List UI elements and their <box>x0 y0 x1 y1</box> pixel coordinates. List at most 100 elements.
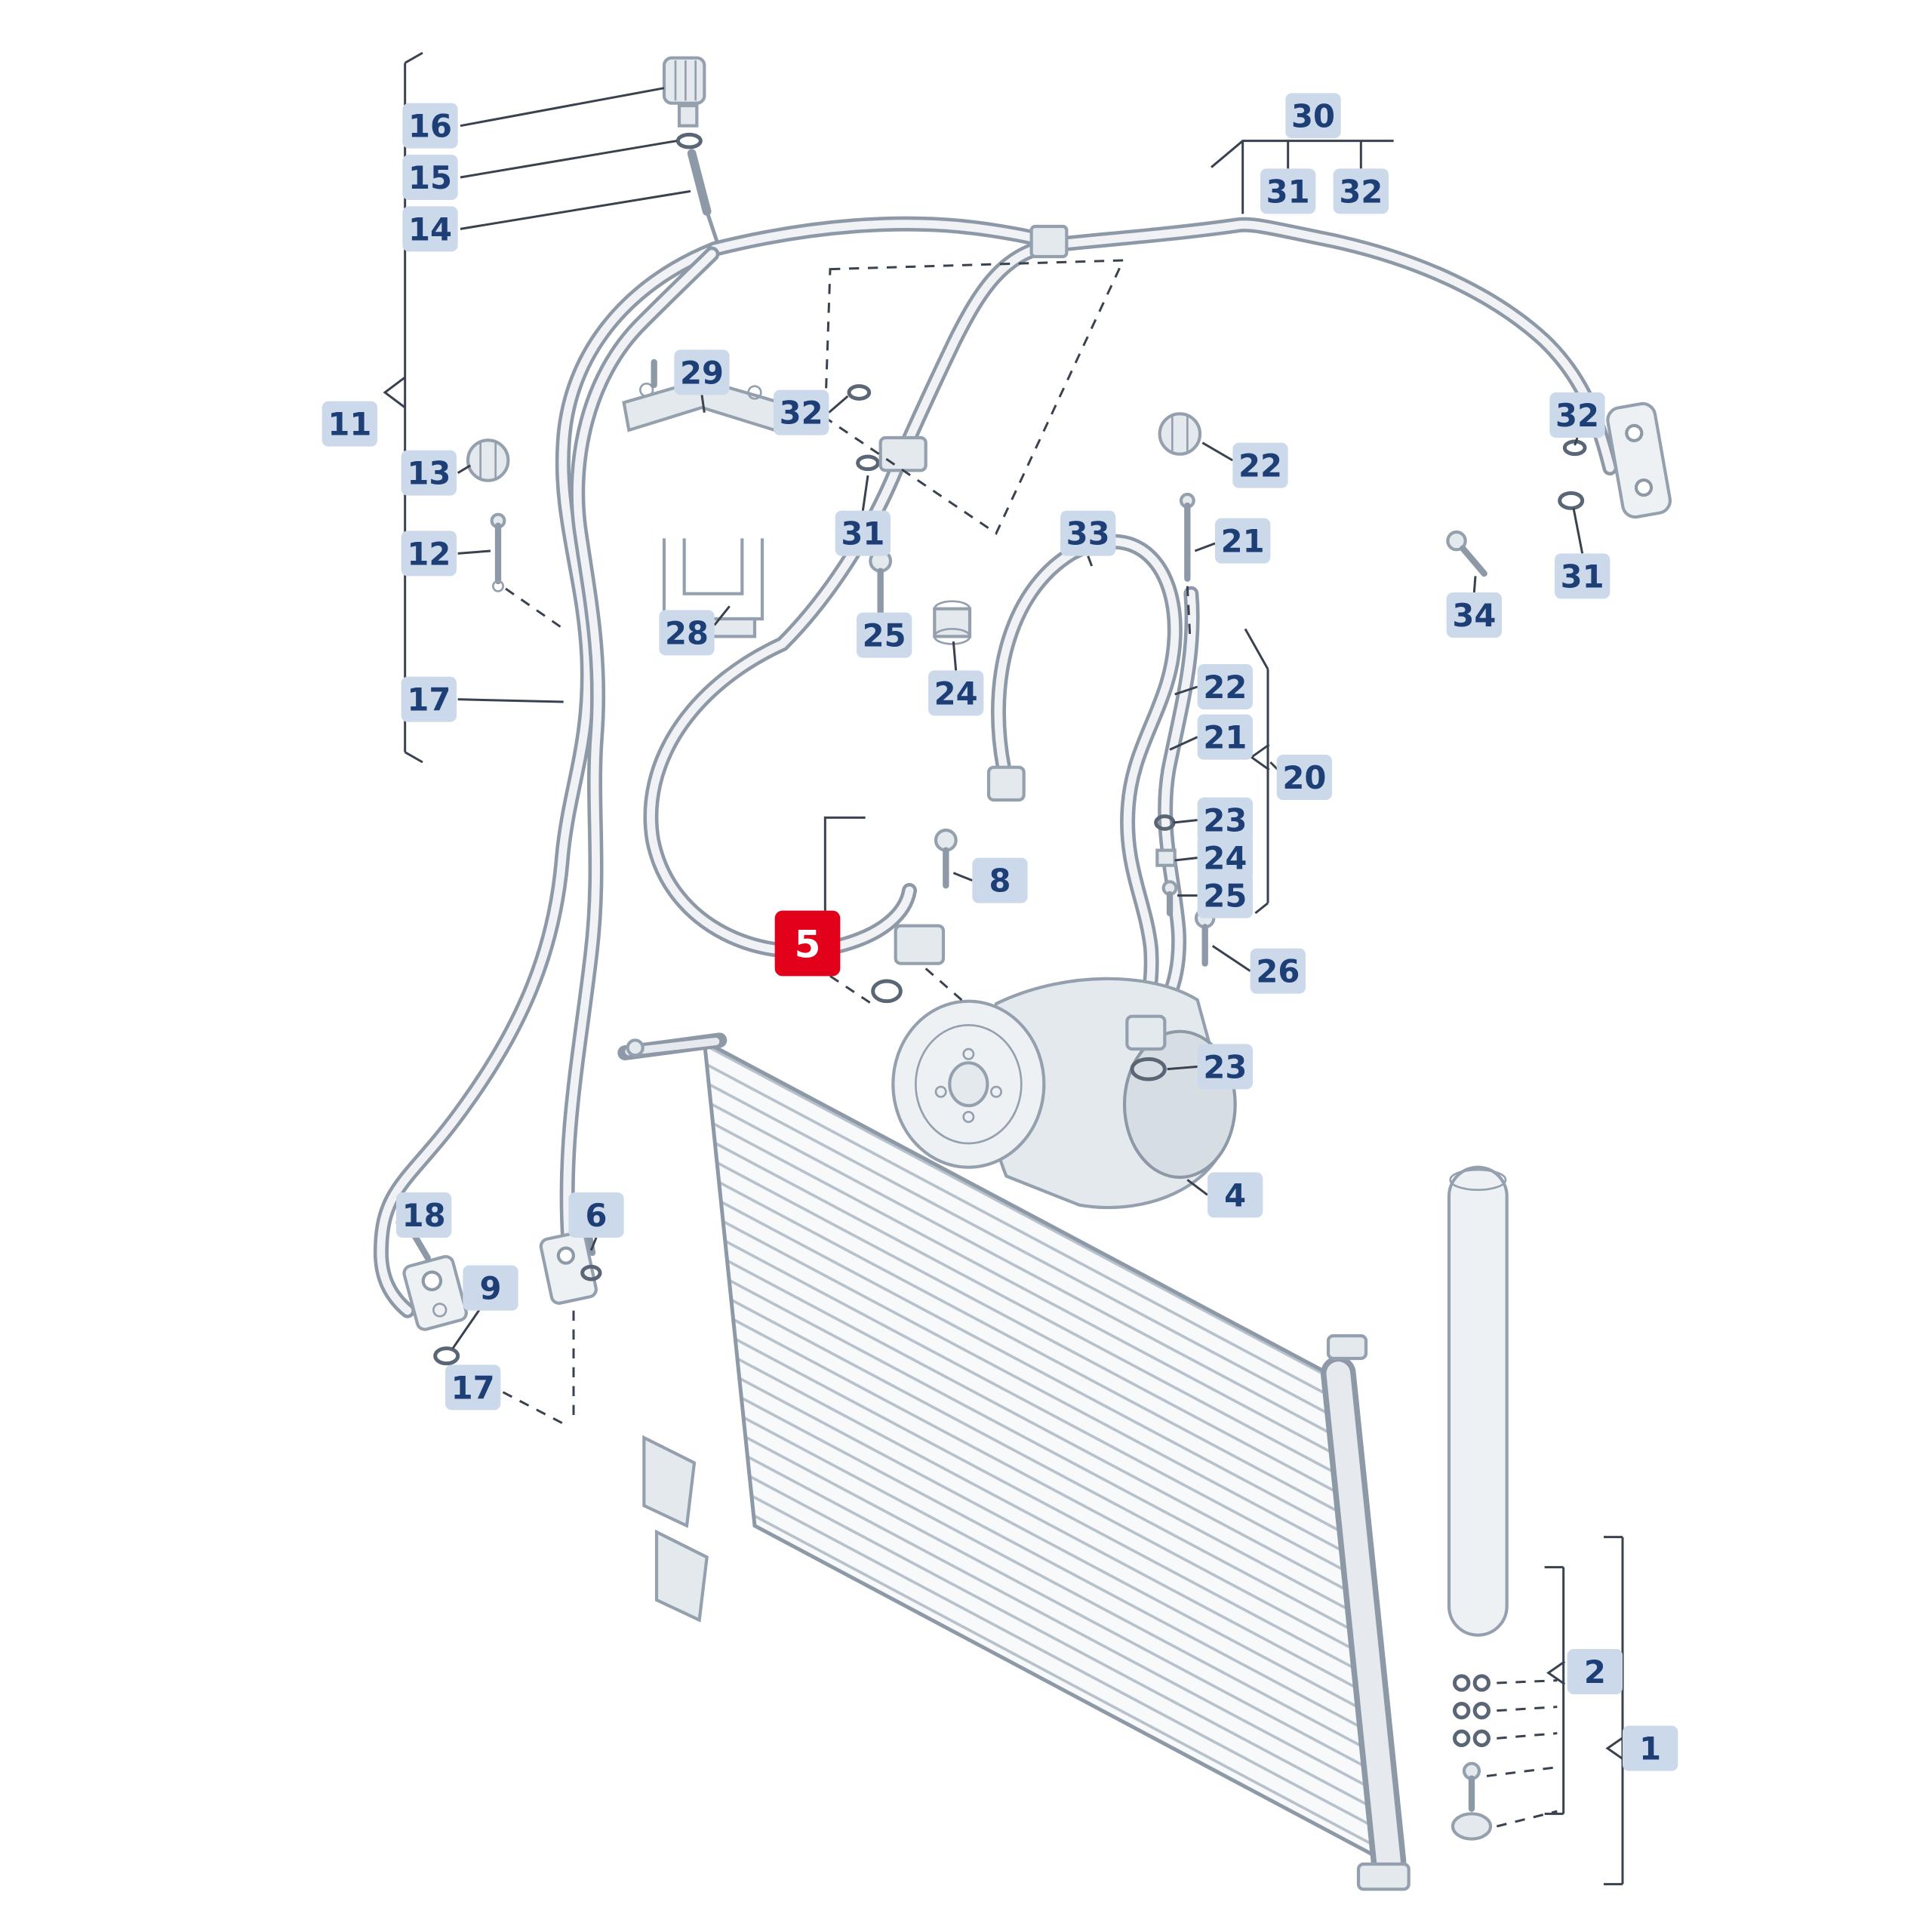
callout-20[interactable]: 20 <box>1276 755 1332 800</box>
callout-23b[interactable]: 23 <box>1197 1044 1253 1090</box>
svg-text:4: 4 <box>1224 1177 1246 1214</box>
callout-13[interactable]: 13 <box>401 450 457 496</box>
callout-9[interactable]: 9 <box>463 1265 518 1311</box>
callout-16[interactable]: 16 <box>402 103 458 149</box>
hose-clamp <box>1029 224 1069 259</box>
svg-text:22: 22 <box>1203 669 1247 706</box>
callout-24a[interactable]: 24 <box>928 670 984 716</box>
svg-text:34: 34 <box>1452 597 1496 634</box>
o-ring <box>1558 491 1585 510</box>
svg-text:9: 9 <box>480 1270 502 1307</box>
svg-text:22: 22 <box>1238 448 1282 485</box>
condenser-tab-bottom <box>1356 1862 1411 1891</box>
svg-text:31: 31 <box>1561 558 1604 595</box>
service-valve-left <box>466 438 510 592</box>
callout-12[interactable]: 12 <box>401 531 457 577</box>
callout-5-selected[interactable]: 5 <box>774 910 841 977</box>
callout-21b[interactable]: 21 <box>1197 714 1253 760</box>
svg-text:11: 11 <box>328 406 371 443</box>
suction-fitting <box>1125 1014 1167 1051</box>
svg-text:6: 6 <box>586 1197 608 1234</box>
callout-25b[interactable]: 25 <box>1197 872 1253 918</box>
callout-17b[interactable]: 17 <box>445 1364 501 1411</box>
svg-text:31: 31 <box>841 515 884 552</box>
callout-2[interactable]: 2 <box>1567 1649 1623 1694</box>
svg-text:12: 12 <box>407 535 451 572</box>
o-ring <box>856 454 880 472</box>
compressor <box>871 828 1237 1209</box>
svg-text:28: 28 <box>665 614 709 651</box>
callout-21a[interactable]: 21 <box>1215 518 1271 564</box>
callout-1[interactable]: 1 <box>1623 1725 1678 1771</box>
svg-text:1: 1 <box>1639 1730 1661 1767</box>
svg-text:16: 16 <box>408 108 452 145</box>
leader-lines <box>383 51 1625 1886</box>
callout-31a[interactable]: 31 <box>835 510 891 556</box>
callout-14[interactable]: 14 <box>402 206 458 252</box>
svg-text:25: 25 <box>1203 878 1247 915</box>
callout-25a[interactable]: 25 <box>857 612 912 658</box>
callout-30[interactable]: 30 <box>1285 93 1341 139</box>
callout-15[interactable]: 15 <box>402 155 458 200</box>
callout-32b[interactable]: 32 <box>1333 168 1389 214</box>
svg-text:24: 24 <box>934 675 978 712</box>
callout-11[interactable]: 11 <box>321 401 377 447</box>
svg-text:23: 23 <box>1203 802 1247 839</box>
callout-17a[interactable]: 17 <box>401 676 457 722</box>
svg-text:18: 18 <box>402 1197 446 1234</box>
valve-cap <box>466 438 510 482</box>
bolt <box>1446 530 1467 552</box>
callout-31b[interactable]: 31 <box>1260 168 1316 214</box>
svg-text:30: 30 <box>1291 97 1335 134</box>
hose-fitting <box>986 765 1026 802</box>
callout-8[interactable]: 8 <box>972 857 1028 903</box>
svg-text:13: 13 <box>407 455 451 492</box>
svg-text:32: 32 <box>1339 173 1383 210</box>
o-ring <box>580 1264 602 1281</box>
callout-32a[interactable]: 32 <box>774 389 829 435</box>
svg-text:8: 8 <box>989 863 1011 900</box>
callout-4[interactable]: 4 <box>1208 1172 1263 1218</box>
o-ring <box>847 384 872 401</box>
condenser-bracket-lower <box>654 1529 709 1623</box>
condenser-mount-bolt <box>626 1038 645 1057</box>
svg-text:24: 24 <box>1203 840 1247 877</box>
callout-23a[interactable]: 23 <box>1197 797 1253 843</box>
callout-28[interactable]: 28 <box>659 610 715 656</box>
service-valve-center <box>1158 412 1202 582</box>
hose-fitting <box>878 435 928 472</box>
callout-33[interactable]: 33 <box>1060 510 1116 556</box>
suction-o-ring <box>1130 1057 1167 1081</box>
drier-cap <box>1451 1812 1493 1841</box>
callout-18[interactable]: 18 <box>396 1192 452 1238</box>
svg-text:31: 31 <box>1266 173 1310 210</box>
valve-cap <box>1158 412 1202 456</box>
callout-31c[interactable]: 31 <box>1555 553 1611 599</box>
condenser <box>617 1032 1411 1891</box>
svg-text:21: 21 <box>1203 719 1247 756</box>
svg-text:15: 15 <box>408 159 452 196</box>
svg-text:14: 14 <box>408 211 452 248</box>
hose-port-block <box>894 924 946 965</box>
callout-34[interactable]: 34 <box>1446 592 1502 638</box>
svg-text:5: 5 <box>795 922 821 966</box>
svg-text:26: 26 <box>1256 953 1300 990</box>
svg-text:17: 17 <box>451 1369 495 1406</box>
callout-26[interactable]: 26 <box>1250 948 1306 994</box>
callout-32c[interactable]: 32 <box>1549 392 1605 438</box>
refrigerant-hoses <box>381 224 1610 1311</box>
svg-text:2: 2 <box>1584 1654 1606 1690</box>
svg-text:17: 17 <box>407 681 451 718</box>
callout-22a[interactable]: 22 <box>1232 442 1288 488</box>
svg-text:29: 29 <box>680 354 724 391</box>
callout-6[interactable]: 6 <box>568 1192 624 1238</box>
service-valve-top <box>662 56 719 242</box>
svg-text:32: 32 <box>780 395 823 432</box>
o-ring <box>1562 439 1587 457</box>
callout-22b[interactable]: 22 <box>1197 664 1253 709</box>
callout-24b[interactable]: 24 <box>1197 835 1253 881</box>
svg-text:25: 25 <box>863 617 906 654</box>
callout-29[interactable]: 29 <box>674 349 730 395</box>
